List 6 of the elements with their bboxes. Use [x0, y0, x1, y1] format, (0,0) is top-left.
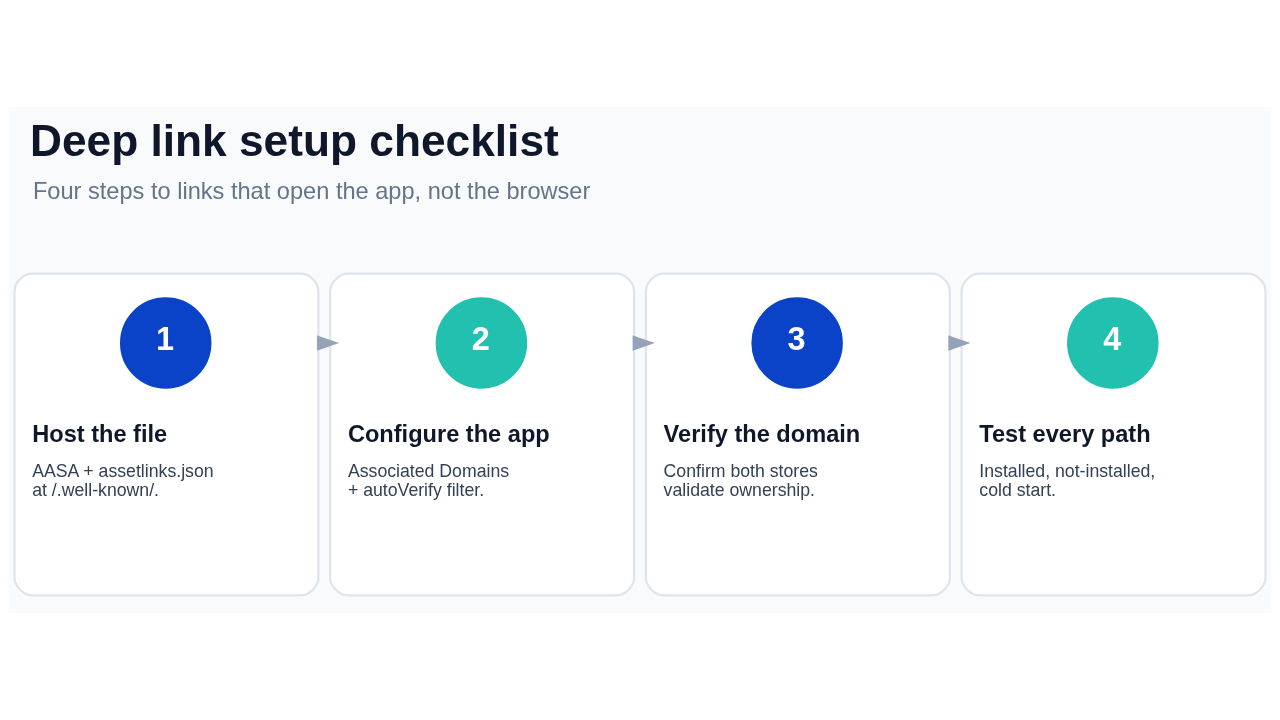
node-circle: 2	[435, 297, 528, 389]
diagram-title: Deep link setup checklist	[30, 116, 559, 166]
caption: Four steps to links that open the app, not the browser	[32, 177, 591, 204]
node-circle: 4	[1067, 297, 1159, 389]
node-circle: 3	[751, 297, 843, 389]
node-circle: 1	[120, 297, 212, 389]
